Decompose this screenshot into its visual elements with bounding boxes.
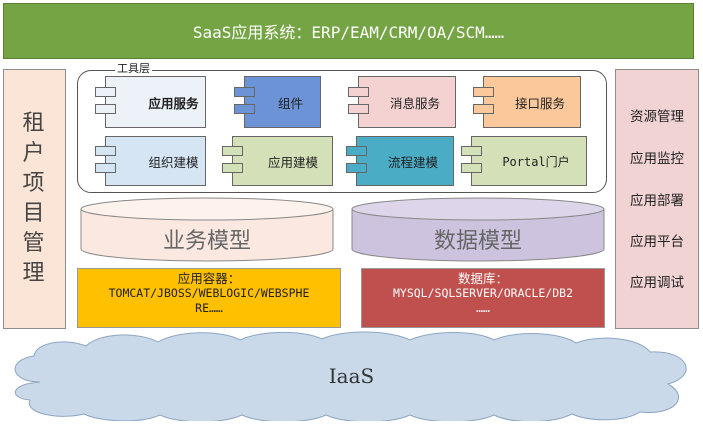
component-label: 消息服务 <box>389 95 440 111</box>
iaas-cloud: IaaS <box>0 330 703 423</box>
cylinder-shape <box>80 197 334 262</box>
tool-layer-label: 工具层 <box>115 60 152 76</box>
component-process-modeling: 流程建模 <box>346 136 454 186</box>
app-container-box: 应用容器： TOMCAT/JBOSS/WEBLOGIC/WEBSPHE RE…… <box>77 268 341 328</box>
right-panel-item: 应用调试 <box>630 275 684 291</box>
component-label: Portal门户 <box>502 154 570 169</box>
database-line1: MYSQL/SQLSERVER/ORACLE/DB2 <box>392 286 573 300</box>
component-tab-icon <box>95 104 116 114</box>
component-tab-icon <box>222 163 243 173</box>
saas-banner: SaaS应用系统：ERP/EAM/CRM/OA/SCM…… <box>3 3 694 59</box>
component-label: 应用服务 <box>148 95 199 111</box>
app-container-line1: TOMCAT/JBOSS/WEBLOGIC/WEBSPHE <box>108 286 310 300</box>
right-panel-item: 应用平台 <box>630 234 684 250</box>
tenant-project-management-panel: 租户项目管理 <box>3 69 66 329</box>
component-org-modeling: 组织建模 <box>95 136 206 186</box>
component-tab-icon <box>234 104 255 114</box>
right-panel-item: 应用监控 <box>630 151 684 167</box>
component-label: 组织建模 <box>148 154 199 170</box>
component-tab-icon <box>346 163 367 173</box>
data-model-label: 数据模型 <box>433 229 522 254</box>
business-model-label: 业务模型 <box>162 229 251 254</box>
saas-banner-title: SaaS应用系统：ERP/EAM/CRM/OA/SCM…… <box>192 23 505 42</box>
platform-services-panel: 资源管理 应用监控 应用部署 应用平台 应用调试 <box>615 69 699 329</box>
component-tab-icon <box>95 146 116 156</box>
iaas-label: IaaS <box>328 364 375 388</box>
cylinder-shape <box>351 197 605 262</box>
right-panel-item: 应用部署 <box>630 193 684 209</box>
component-tab-icon <box>348 87 369 97</box>
component-tab-icon <box>461 163 482 173</box>
component-interface-service: 接口服务 <box>473 76 581 128</box>
component-tab-icon <box>234 87 255 97</box>
component-label: 应用建模 <box>267 154 318 170</box>
component-component: 组件 <box>234 76 321 128</box>
component-tab-icon <box>222 146 243 156</box>
app-container-line2: RE…… <box>195 301 223 315</box>
database-box: 数据库： MYSQL/SQLSERVER/ORACLE/DB2 …… <box>361 268 605 328</box>
database-line2: …… <box>476 301 490 315</box>
component-tab-icon <box>95 87 116 97</box>
database-title: 数据库： <box>457 271 508 286</box>
component-tab-icon <box>473 104 494 114</box>
component-label: 流程建模 <box>387 154 438 170</box>
component-portal: Portal门户 <box>461 136 587 186</box>
component-label: 组件 <box>277 95 303 111</box>
component-app-modeling: 应用建模 <box>222 136 333 186</box>
component-message-service: 消息服务 <box>348 76 456 128</box>
component-tab-icon <box>461 146 482 156</box>
app-container-title: 应用容器： <box>177 271 241 286</box>
business-model-cylinder: 业务模型 <box>80 197 334 263</box>
tenant-project-management-label: 租户项目管理 <box>22 111 47 286</box>
data-model-cylinder: 数据模型 <box>351 197 605 263</box>
component-label: 接口服务 <box>514 95 565 111</box>
component-tab-icon <box>95 163 116 173</box>
component-tab-icon <box>346 146 367 156</box>
right-panel-item: 资源管理 <box>630 109 684 125</box>
component-tab-icon <box>473 87 494 97</box>
component-app-service: 应用服务 <box>95 76 206 128</box>
component-tab-icon <box>348 104 369 114</box>
